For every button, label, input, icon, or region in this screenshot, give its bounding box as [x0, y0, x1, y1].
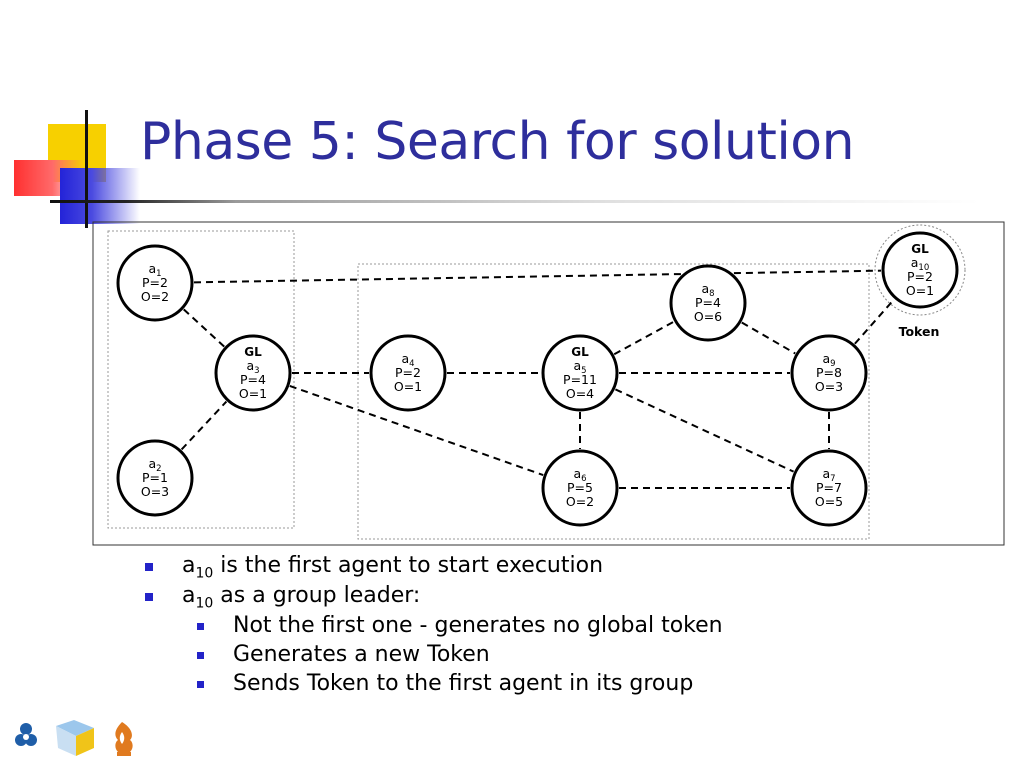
edge-a2-a3	[182, 402, 227, 450]
node-label-main: O=1	[906, 283, 934, 298]
agent-node-a2: a2P=1O=3	[118, 441, 192, 515]
node-label: P=4	[240, 372, 266, 387]
node-label-main: P=4	[695, 295, 721, 310]
sub-bullet-item: Not the first one - generates no global …	[233, 613, 723, 638]
node-label: P=1	[142, 470, 168, 485]
node-label-main: O=2	[566, 494, 594, 509]
node-label: O=1	[394, 379, 422, 394]
node-label-main: O=3	[141, 484, 169, 499]
node-label-main: P=8	[816, 365, 842, 380]
bullet-item: a10 as a group leader:	[182, 583, 420, 611]
token-label: Token	[899, 324, 940, 339]
agent-node-a4: a4P=2O=1	[371, 336, 445, 410]
node-label-main: P=5	[567, 480, 593, 495]
node-label-main: GL	[911, 242, 929, 256]
node-label-main: O=1	[239, 386, 267, 401]
agent-node-a1: a1P=2O=2	[118, 246, 192, 320]
node-label: O=1	[906, 283, 934, 298]
bullet-text: is the first agent to start execution	[213, 553, 603, 578]
node-label-main: a	[822, 351, 830, 366]
node-label: GL	[571, 345, 589, 359]
node-label: P=7	[816, 480, 842, 495]
node-label: O=4	[566, 386, 594, 401]
bullet-agent: a	[182, 553, 195, 578]
bullet-agent-sub: 10	[195, 565, 213, 581]
cube-logo-icon	[56, 720, 94, 756]
bullet-item: a10 is the first agent to start executio…	[182, 553, 603, 581]
node-label-main: P=7	[816, 480, 842, 495]
edge-a9-a10	[855, 299, 894, 344]
node-label: P=4	[695, 295, 721, 310]
node-label-main: O=6	[694, 309, 722, 324]
node-label-main: GL	[244, 345, 262, 359]
edge-a1-a3	[184, 309, 225, 346]
bullet-marker	[197, 652, 204, 659]
sub-bullet-item: Generates a new Token	[233, 642, 490, 667]
node-label: P=2	[142, 275, 168, 290]
node-label-main: a	[573, 466, 581, 481]
node-label-main: a	[148, 261, 156, 276]
node-label: P=5	[567, 480, 593, 495]
bullet-marker	[145, 563, 153, 571]
node-label-main: O=5	[815, 494, 843, 509]
node-label-main: O=3	[815, 379, 843, 394]
node-label-main: P=2	[395, 365, 421, 380]
footer-logos	[14, 718, 139, 760]
bullet-marker	[197, 623, 204, 630]
node-label-main: P=2	[142, 275, 168, 290]
agent-node-a5: GLa5P=11O=4	[543, 336, 617, 410]
node-label-main: O=4	[566, 386, 594, 401]
agent-node-a9: a9P=8O=3	[792, 336, 866, 410]
node-label: O=3	[141, 484, 169, 499]
node-label: GL	[911, 242, 929, 256]
node-label-main: a	[246, 358, 254, 373]
node-label: O=5	[815, 494, 843, 509]
node-label-main: a	[573, 358, 581, 373]
bullet-text: Sends Token to the first agent in its gr…	[233, 671, 693, 696]
node-label-main: P=2	[907, 269, 933, 284]
node-label: O=2	[141, 289, 169, 304]
edge-a1-a10	[194, 271, 881, 283]
node-label-main: P=11	[563, 372, 597, 387]
agent-node-a6: a6P=5O=2	[543, 451, 617, 525]
edge-a5-a7	[615, 389, 793, 471]
node-label: O=1	[239, 386, 267, 401]
org-logo-icon	[15, 723, 37, 746]
node-label-main: a	[822, 466, 830, 481]
node-label-main: GL	[571, 345, 589, 359]
node-label: P=2	[907, 269, 933, 284]
node-label-main: a	[401, 351, 409, 366]
node-label: P=8	[816, 365, 842, 380]
agent-node-a10: GLa10P=2O=1	[875, 225, 965, 315]
agent-node-a7: a7P=7O=5	[792, 451, 866, 525]
node-label-main: a	[701, 281, 709, 296]
node-label: GL	[244, 345, 262, 359]
bullet-agent: a	[182, 583, 195, 608]
node-label-main: a	[911, 255, 919, 270]
node-label-main: P=1	[142, 470, 168, 485]
bullet-agent-sub: 10	[195, 595, 213, 611]
node-label-main: P=4	[240, 372, 266, 387]
node-label-main: O=1	[394, 379, 422, 394]
node-label-main: O=2	[141, 289, 169, 304]
edge-a8-a9	[742, 323, 795, 354]
node-label: O=3	[815, 379, 843, 394]
bullet-text: as a group leader:	[213, 583, 420, 608]
edge-a5-a8	[614, 322, 674, 355]
bullet-text: Not the first one - generates no global …	[233, 613, 723, 638]
sub-bullet-item: Sends Token to the first agent in its gr…	[233, 671, 693, 696]
flame-logo-icon	[115, 722, 132, 756]
agent-node-a8: a8P=4O=6	[671, 266, 745, 340]
bullet-text: Generates a new Token	[233, 642, 490, 667]
bullet-marker	[145, 593, 153, 601]
node-label: P=11	[563, 372, 597, 387]
node-label-main: a	[148, 456, 156, 471]
bullet-marker	[197, 681, 204, 688]
node-label: O=6	[694, 309, 722, 324]
node-label: P=2	[395, 365, 421, 380]
node-label: O=2	[566, 494, 594, 509]
